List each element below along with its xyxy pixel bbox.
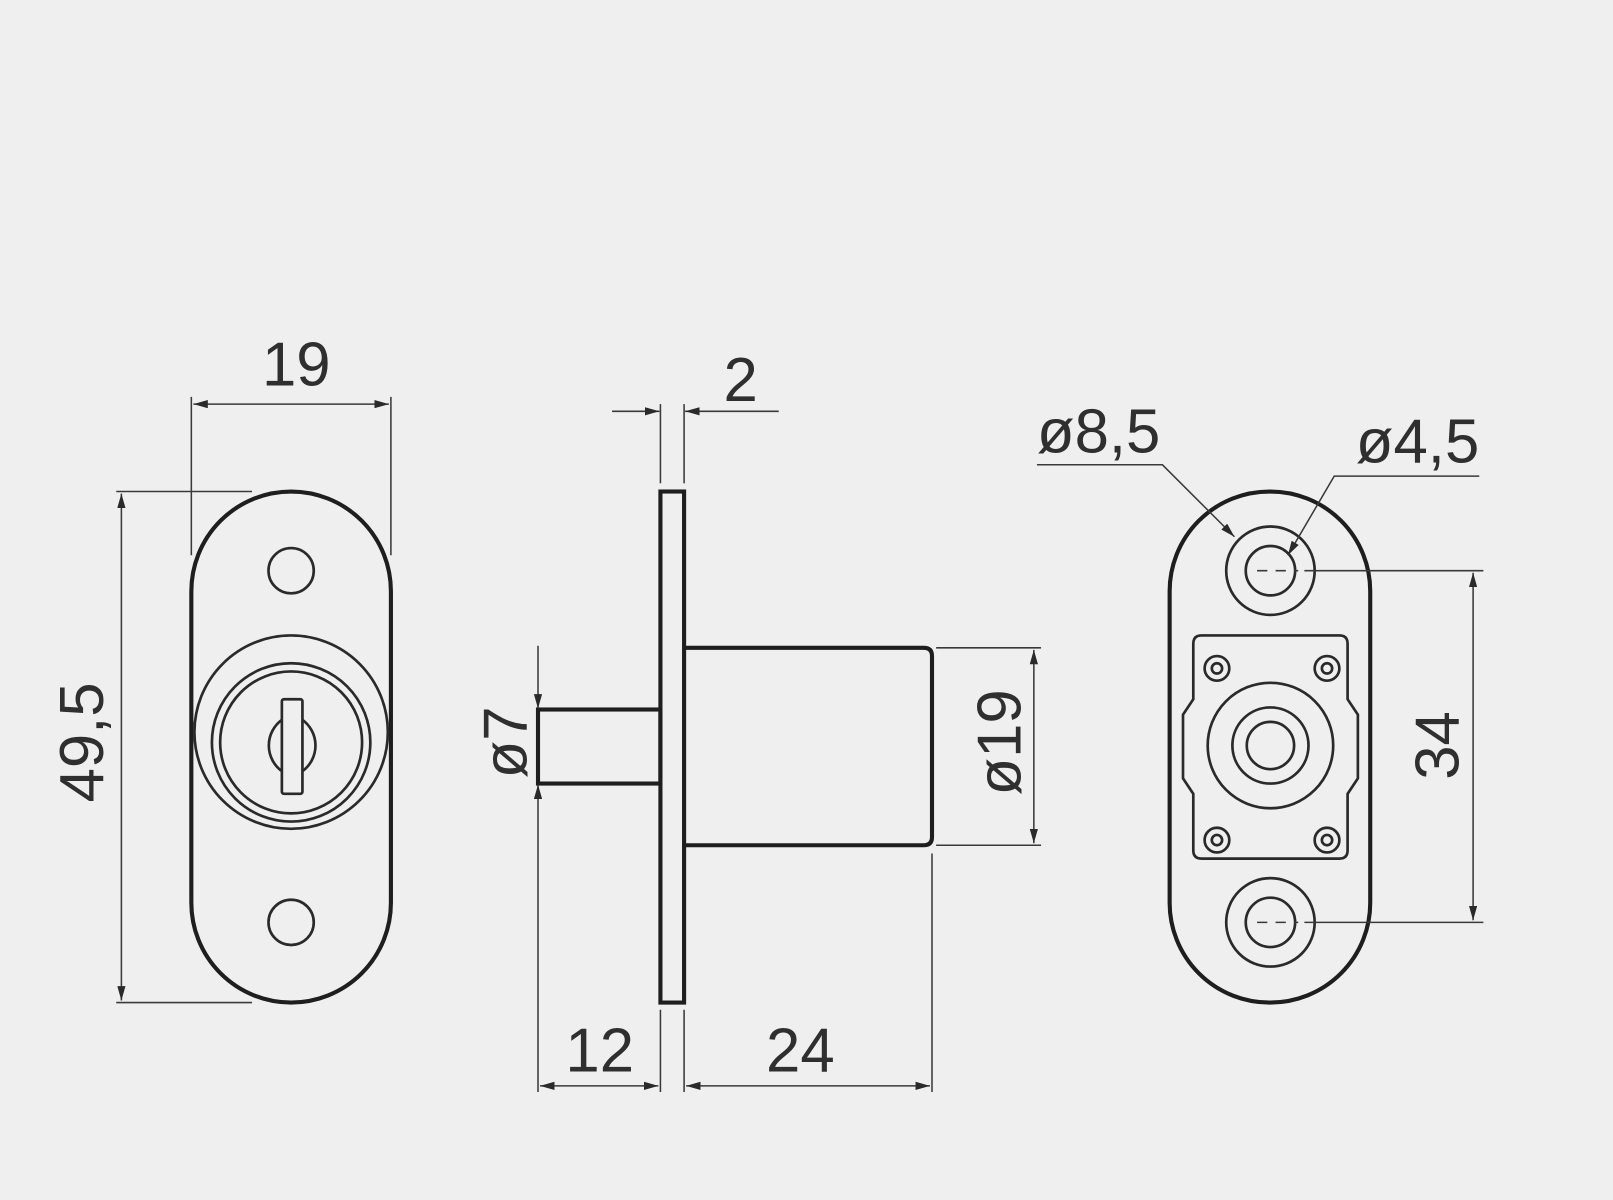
- bottom-hole: [1244, 896, 1297, 949]
- top-hole: [1244, 544, 1297, 597]
- side-view: 2 ø7 ø19 12 24: [472, 346, 1042, 1093]
- dim-hole-diameter: ø4,5: [1356, 408, 1479, 477]
- back-view: 34 ø8,5 ø4,5: [1037, 397, 1484, 1005]
- dim-front-height: 49,5: [48, 682, 117, 802]
- mounting-plate: [1181, 634, 1360, 860]
- front-view: 19 49,5: [48, 331, 393, 1005]
- dim-pin-length: 12: [565, 1016, 634, 1085]
- lock-cylinder-face: [218, 670, 364, 815]
- flange: [658, 489, 687, 1005]
- dim-flange-thickness: 2: [724, 346, 758, 415]
- pin: [535, 707, 663, 786]
- keyslot-icon: [280, 697, 304, 796]
- dim-body-length: 24: [766, 1016, 835, 1085]
- front-top-hole: [267, 546, 316, 595]
- top-counterbore: [1224, 525, 1317, 617]
- dim-counterbore-diameter: ø8,5: [1037, 397, 1160, 466]
- screw-icons: [1203, 654, 1341, 854]
- cylinder-body: [684, 645, 935, 848]
- cylinder-boss: [1206, 681, 1335, 810]
- bottom-counterbore: [1224, 876, 1317, 968]
- dim-hole-spacing: 34: [1404, 711, 1473, 780]
- key-plug: [267, 718, 317, 773]
- back-plate-outline: [1167, 489, 1373, 1005]
- dim-front-width: 19: [262, 331, 331, 400]
- front-plate-outline: [189, 489, 393, 1005]
- lock-cylinder-outer: [193, 634, 390, 831]
- dim-body-diameter: ø19: [965, 689, 1034, 795]
- lock-cylinder-ring: [210, 661, 372, 823]
- dim-pin-diameter: ø7: [472, 706, 541, 778]
- front-bottom-hole: [267, 898, 316, 947]
